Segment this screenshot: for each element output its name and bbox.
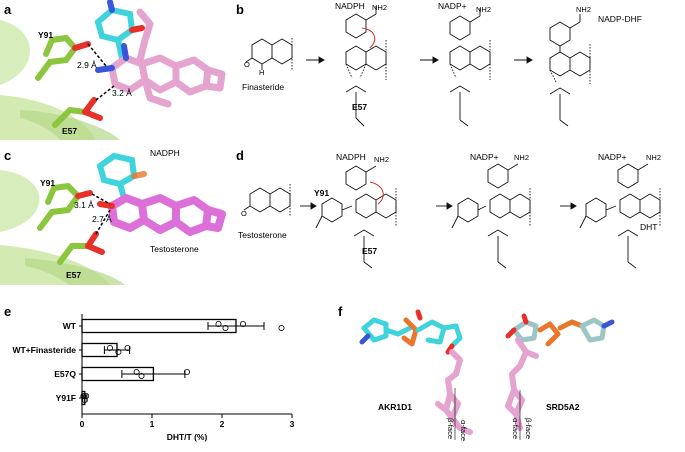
tyr-y91-sticks	[37, 182, 82, 231]
panel-b: b O H Finasteride	[236, 1, 642, 127]
ligand-name: Testosterone	[238, 230, 287, 240]
data-point	[133, 368, 140, 375]
protein-label: SRD5A2	[546, 402, 580, 412]
x-tick-label: 3	[290, 419, 295, 429]
finasteride-structure	[245, 38, 293, 70]
panel-e-label: e	[4, 304, 11, 319]
protein-label: AKR1D1	[378, 402, 412, 412]
complex-nadph-testosterone	[315, 165, 397, 269]
data-point	[107, 344, 114, 351]
residue-label: E57	[362, 246, 377, 256]
distance-label: 2.9 Å	[77, 60, 97, 70]
glu-e57-sticks	[52, 106, 88, 128]
data-point	[80, 392, 87, 399]
svg-text:O: O	[244, 60, 250, 69]
distance-label: 3.2 Å	[112, 88, 132, 98]
finasteride-sticks	[108, 8, 226, 108]
complex-nadp-enolate	[451, 163, 531, 269]
product-label: DHT	[640, 222, 657, 232]
panel-f: f AKR1D1 β-face α-face	[338, 304, 615, 441]
complex-nadp-dht	[579, 163, 661, 269]
complex-nadp-intermediate	[449, 8, 491, 127]
svg-text:O: O	[241, 209, 247, 218]
data-point	[138, 372, 145, 379]
panel-d-label: d	[236, 148, 244, 163]
distance-label: 3.1 Å	[74, 200, 94, 210]
ligand-label: Testosterone	[150, 244, 199, 254]
atom-label: NH2	[374, 155, 389, 164]
x-tick-label: 2	[220, 419, 225, 429]
product-label: NADP-DHF	[598, 14, 642, 24]
helix-ribbon	[20, 110, 120, 140]
atom-label: NH2	[514, 153, 529, 162]
ligand-name: Finasteride	[242, 82, 284, 92]
atom-label: NH2	[476, 5, 491, 14]
distance-label: 2.7 Å	[92, 214, 112, 224]
data-point	[124, 344, 131, 351]
residue-label: E57	[66, 270, 81, 280]
x-axis-title: DHT/T (%)	[167, 432, 208, 442]
complex-nadp-dhf-adduct	[549, 14, 591, 127]
panel-c-label: c	[4, 148, 11, 163]
panel-b-label: b	[236, 2, 244, 17]
data-point	[278, 324, 285, 331]
face-label: β-face	[446, 418, 455, 439]
data-point	[81, 396, 88, 403]
x-tick-label: 1	[150, 419, 155, 429]
data-point	[183, 368, 190, 375]
helix-ribbon	[0, 20, 30, 85]
cofactor-label: NADPH	[150, 148, 180, 158]
residue-label: E57	[352, 102, 367, 112]
testosterone-structure	[243, 184, 291, 216]
atom-label: NH2	[372, 3, 387, 12]
complex-nadph-finasteride	[345, 6, 387, 127]
panel-c: c Y91 E57 3.1 Å 2.7 Å NADPH Testosterone	[0, 148, 226, 285]
srd5a2-steroid	[505, 337, 539, 431]
state-label: NADP+	[470, 152, 499, 162]
face-label: α-face	[459, 420, 468, 441]
state-label: NADPH	[335, 1, 365, 11]
atom-label: NH2	[576, 5, 591, 14]
residue-label: E57	[62, 126, 77, 136]
srd5a2-nadph	[505, 313, 615, 347]
state-label: NADP+	[598, 152, 627, 162]
face-label: α-face	[511, 418, 520, 439]
data-point	[215, 320, 222, 327]
data-point	[83, 392, 90, 399]
residue-label: Y91	[314, 188, 329, 198]
panel-f-label: f	[338, 304, 343, 319]
face-label: β-face	[524, 418, 533, 439]
nadph-sticks	[96, 152, 138, 201]
state-label: NADPH	[336, 152, 366, 162]
helix-ribbon	[0, 170, 40, 232]
svg-text:H: H	[259, 68, 264, 77]
data-point	[222, 324, 229, 331]
residue-label: Y91	[40, 178, 55, 188]
tyr-y91-sticks	[35, 34, 79, 81]
helix-ribbon	[25, 258, 125, 285]
atom-label: NH2	[646, 153, 661, 162]
akr1d1-steroid	[435, 349, 473, 435]
panel-d: d O Testosterone NADPH NH2 Y91	[236, 148, 661, 269]
state-label: NADP+	[438, 1, 467, 11]
residue-label: Y91	[38, 30, 53, 40]
category-label: WT	[63, 321, 77, 331]
panel-a: a Y91 E57 2.9 Å 3.2 Å	[0, 0, 226, 140]
testosterone-sticks	[108, 194, 226, 236]
glu-e57-sticks	[57, 243, 91, 265]
akr1d1-nadph	[359, 309, 463, 355]
data-point	[239, 320, 246, 327]
category-label: Y91F	[56, 393, 76, 403]
x-tick-label: 0	[80, 419, 85, 429]
data-point	[115, 348, 122, 355]
category-label: WT+Finasteride	[12, 345, 76, 355]
panel-a-label: a	[4, 2, 12, 17]
category-label: E57Q	[54, 369, 76, 379]
